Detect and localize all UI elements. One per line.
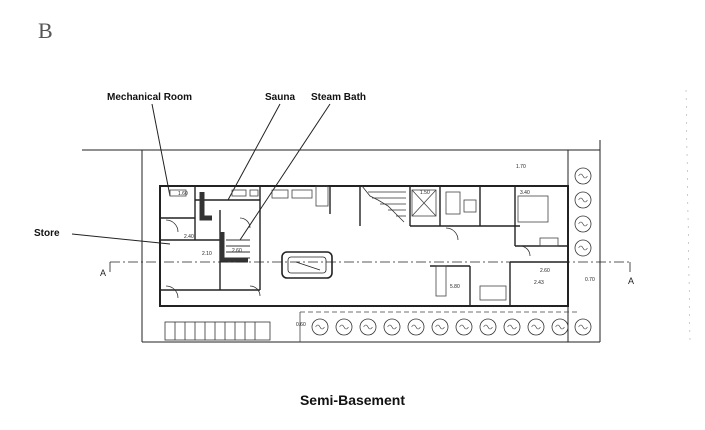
tree-detail [507,324,517,330]
dimension-6: 2.60 [540,268,550,274]
top-fixtures [169,185,559,301]
tree-symbol [335,318,353,336]
tree-detail [578,245,588,251]
tree-detail [435,324,445,330]
callout-store: Store [34,228,60,239]
tree-detail [578,324,588,330]
dimension-10: 2.60 [232,248,242,254]
tree-symbol [527,318,545,336]
tree-detail [411,324,421,330]
section-mark-left: A [100,268,106,278]
tree-detail [578,173,588,179]
section-line [109,261,631,272]
tree-symbol [574,239,592,257]
leader-lines [71,103,331,245]
callout-mechanical-room: Mechanical Room [107,92,193,103]
tree-symbol [551,318,569,336]
tree-detail [459,324,469,330]
plan-title: Semi-Basement [299,392,406,408]
dimension-labels: 1.70 1.60 2.40 2.10 1.50 3.40 2.60 2.43 … [178,164,595,328]
door-swings [165,217,531,299]
sauna-benches [226,239,250,259]
tree-symbol [311,318,329,336]
tree-detail [363,324,373,330]
tree-detail [531,324,541,330]
site-boundary [82,140,601,343]
interior-walls [160,186,568,306]
tree-symbol [455,318,473,336]
tree-detail [555,324,565,330]
dimension-top: 1.70 [516,164,526,170]
tree-symbol [574,167,592,185]
sheet-letter: B [38,18,53,43]
tree-symbol [479,318,497,336]
tree-detail [578,197,588,203]
sauna-wall [199,192,248,263]
central-feature [281,251,333,279]
trees-bottom [311,318,592,336]
tree-symbol [574,215,592,233]
margin-mark [685,89,691,341]
tree-detail [578,221,588,227]
dimension-5: 3.40 [520,190,530,196]
tree-detail [339,324,349,330]
tree-detail [483,324,493,330]
stair-top [361,185,406,223]
tree-detail [387,324,397,330]
section-mark-right: A [628,276,634,286]
tree-symbol [359,318,377,336]
trees-right [574,167,592,257]
tree-symbol [407,318,425,336]
dimension-11: 0.60 [296,322,306,328]
dimension-8: 0.70 [585,277,595,283]
tree-symbol [383,318,401,336]
stair-bottom [164,321,271,341]
dimension-1: 1.60 [178,191,188,197]
tree-symbol [503,318,521,336]
dimension-9: 5.80 [450,284,460,290]
dimension-7: 2.43 [534,280,544,286]
dimension-2: 2.40 [184,234,194,240]
tree-symbol [431,318,449,336]
callout-sauna: Sauna [265,92,296,103]
tree-symbol [574,318,592,336]
dimension-4: 1.50 [420,190,430,196]
tree-symbol [574,191,592,209]
dimension-3: 2.10 [202,251,212,257]
tree-detail [315,324,325,330]
callout-steam-bath: Steam Bath [311,92,367,103]
